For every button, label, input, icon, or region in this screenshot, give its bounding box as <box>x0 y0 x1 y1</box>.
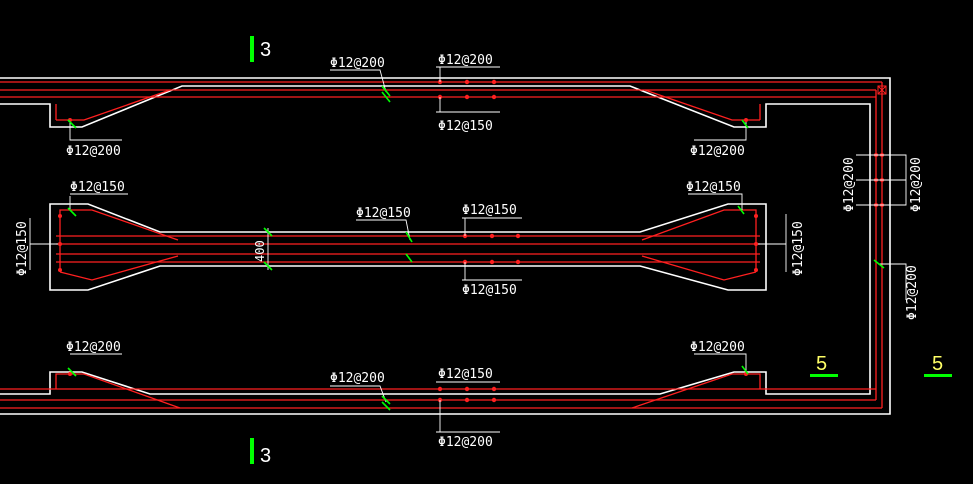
top-left-haunch-bar <box>56 89 171 121</box>
section-mark-top: 3 <box>250 36 271 62</box>
label-top-mid-left: Φ12@200 <box>330 56 385 71</box>
concrete-outline <box>0 77 891 415</box>
top-slab-underside <box>0 85 871 395</box>
tick-marks <box>67 85 885 411</box>
section-mark-right-a: 5 <box>810 353 838 377</box>
bot-right-haunch-bar <box>631 373 761 409</box>
label-mid-left-side: Φ12@150 <box>15 221 30 276</box>
label-top-mid-right-lower: Φ12@150 <box>438 119 493 134</box>
label-bot-mid-left: Φ12@200 <box>330 371 385 386</box>
label-mid-center-upper: Φ12@150 <box>462 203 517 218</box>
label-top-left-haunch: Φ12@200 <box>66 144 121 159</box>
mid-right-haunch-bars <box>641 209 757 281</box>
corner-mark <box>877 85 887 95</box>
label-top-mid-right-upper: Φ12@200 <box>438 53 493 68</box>
rebar-labels: Φ12@200 Φ12@200 Φ12@150 Φ12@200 Φ12@200 … <box>15 53 924 450</box>
top-right-haunch-bar <box>644 89 760 121</box>
label-right-wall-lower: Φ12@200 <box>905 265 920 320</box>
section-mark-bottom-number: 3 <box>260 445 271 467</box>
section-mark-right-b-number: 5 <box>932 353 943 375</box>
label-mid-center-left: Φ12@150 <box>356 206 411 221</box>
label-bot-right-haunch: Φ12@200 <box>690 340 745 355</box>
section-mark-right-b: 5 <box>924 353 952 377</box>
leader-lines <box>29 66 907 433</box>
label-right-wall-left: Φ12@200 <box>842 157 857 212</box>
label-top-right-haunch: Φ12@200 <box>690 144 745 159</box>
label-bot-mid-right-lower: Φ12@200 <box>438 435 493 450</box>
dimension-400: 400 <box>253 240 267 262</box>
section-mark-bottom: 3 <box>250 438 271 467</box>
section-mark-top-number: 3 <box>260 39 271 61</box>
bot-left-haunch-bar <box>55 373 181 409</box>
section-mark-right-a-number: 5 <box>816 353 827 375</box>
label-mid-center-lower: Φ12@150 <box>462 283 517 298</box>
mid-left-haunch-bars <box>59 209 179 281</box>
label-mid-right-side: Φ12@150 <box>791 221 806 276</box>
label-bot-left-haunch: Φ12@200 <box>66 340 121 355</box>
label-bot-mid-right-upper: Φ12@150 <box>438 367 493 382</box>
label-right-wall-right: Φ12@200 <box>909 157 924 212</box>
middle-beam-outline <box>49 203 767 291</box>
label-mid-left-upper: Φ12@150 <box>70 180 125 195</box>
top-slab-outer-edge <box>0 77 891 415</box>
label-mid-right-upper: Φ12@150 <box>686 180 741 195</box>
